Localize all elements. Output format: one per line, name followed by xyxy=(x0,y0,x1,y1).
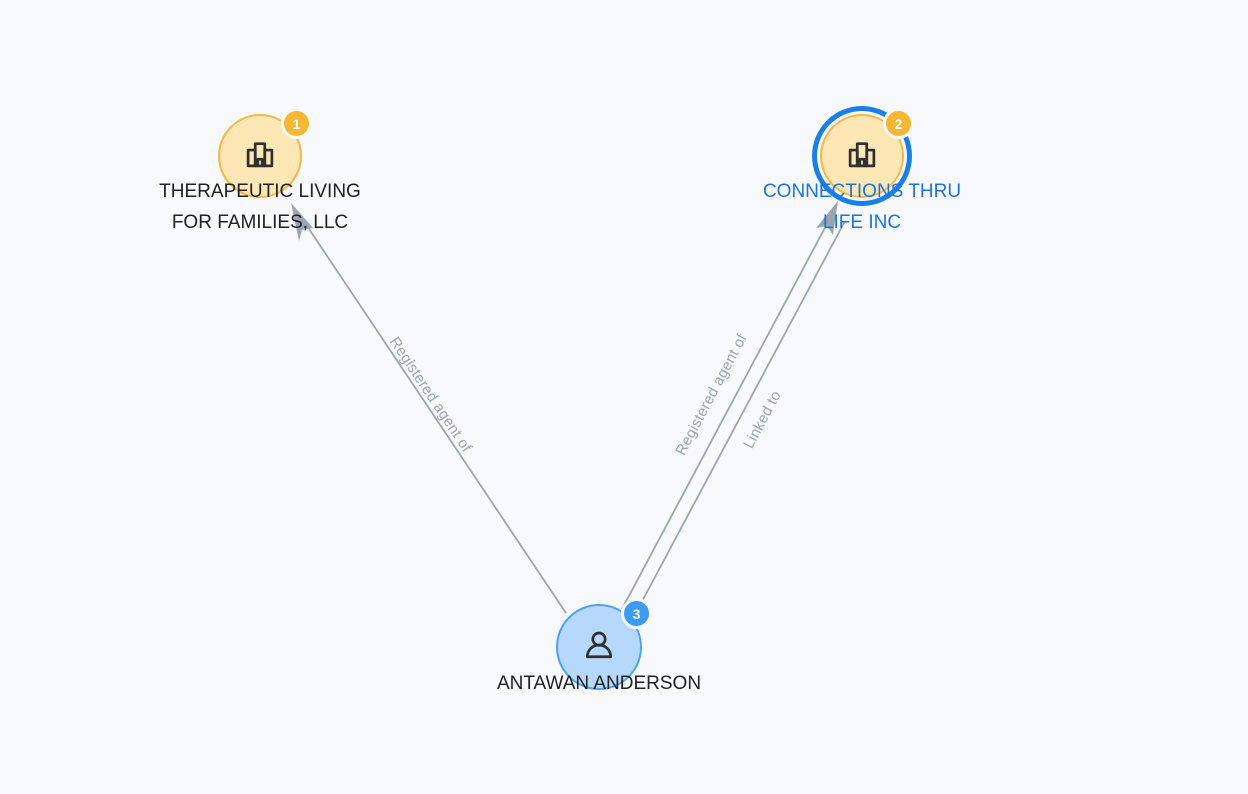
node-antawan-anderson[interactable]: 3 ANTAWAN ANDERSON xyxy=(497,598,701,694)
person-icon xyxy=(580,626,618,669)
node-label-line: ANTAWAN ANDERSON xyxy=(496,673,702,694)
building-icon xyxy=(843,135,881,178)
edge-registered-agent-of-connections[interactable]: Registered agent of xyxy=(621,201,838,610)
node-circle[interactable]: 1 xyxy=(218,108,312,198)
edge-line xyxy=(621,221,829,610)
node-badge-count[interactable]: 3 xyxy=(621,598,652,629)
node-connections-thru-life[interactable]: 2 CONNECTIONS THRU LIFE INC xyxy=(763,108,961,233)
node-circle[interactable]: 3 xyxy=(556,598,652,690)
edge-linked-to-connections[interactable]: Linked to xyxy=(638,220,846,608)
edge-label-registered-agent-of: Registered agent of xyxy=(386,334,475,456)
edge-line xyxy=(638,220,846,608)
node-badge-count[interactable]: 1 xyxy=(281,108,312,139)
edge-arrowhead xyxy=(291,203,313,241)
node-label-line: CONNECTIONS THRU xyxy=(762,181,962,202)
edge-registered-agent-of-therapeutic[interactable]: Registered agent of xyxy=(291,203,567,614)
node-label-line: LIFE INC xyxy=(822,212,902,233)
node-badge-count[interactable]: 2 xyxy=(883,108,914,139)
node-label-line: THERAPEUTIC LIVING xyxy=(159,181,361,202)
node-therapeutic-living[interactable]: 1 THERAPEUTIC LIVING FOR FAMILIES, LLC xyxy=(159,108,361,233)
node-label: CONNECTIONS THRU LIFE INC xyxy=(763,176,961,238)
node-circle[interactable]: 2 xyxy=(820,108,914,198)
edge-line xyxy=(306,225,567,614)
node-label: ANTAWAN ANDERSON xyxy=(497,668,701,699)
building-icon xyxy=(241,135,279,178)
edge-label-linked-to: Linked to xyxy=(740,388,784,451)
edge-arrowhead xyxy=(816,201,838,235)
node-label-line: FOR FAMILIES, LLC xyxy=(171,212,349,233)
node-label: THERAPEUTIC LIVING FOR FAMILIES, LLC xyxy=(159,176,361,238)
